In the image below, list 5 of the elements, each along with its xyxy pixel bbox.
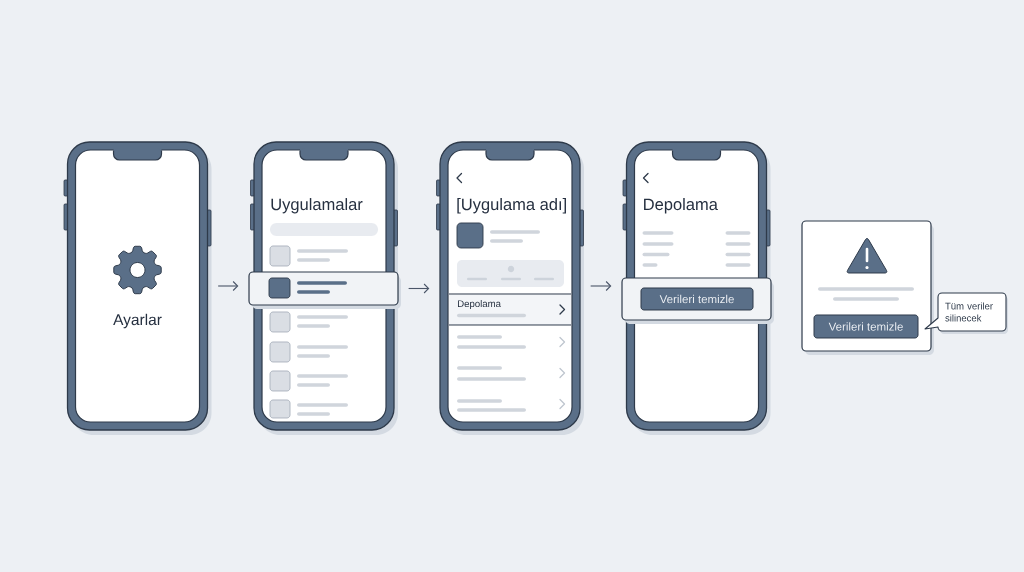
arrow [217, 280, 239, 292]
arrow [408, 283, 430, 294]
speech-bubble: Tüm veriler silinecek [924, 292, 1008, 334]
button: Verileri temizle [813, 314, 919, 339]
arrow [590, 280, 612, 292]
